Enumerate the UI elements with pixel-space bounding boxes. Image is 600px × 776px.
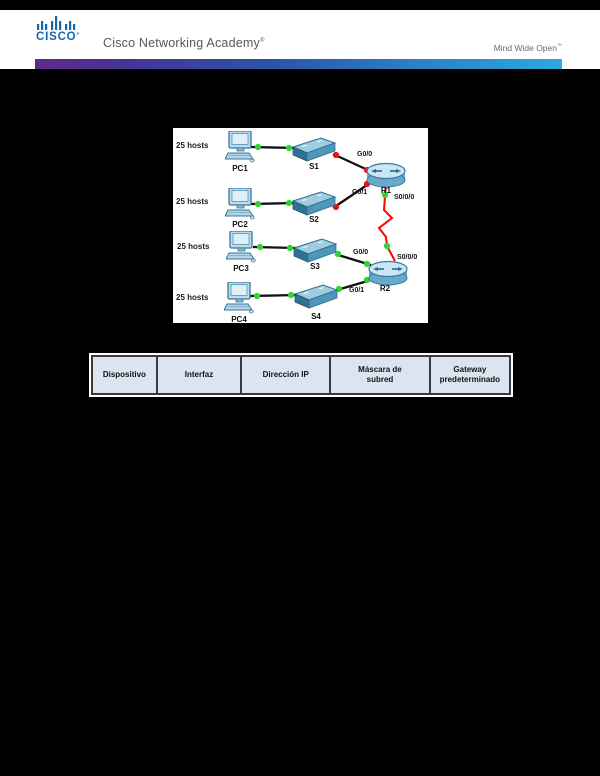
status-dot-s1-right (332, 151, 340, 159)
tagline: Mind Wide Open™ (493, 43, 562, 53)
s2-icon (292, 191, 336, 216)
status-dot-s1-left (285, 144, 293, 152)
pc3-icon (226, 231, 256, 263)
pc2-icon (225, 188, 255, 220)
page-header: CISCO® Cisco Networking Academy® Mind Wi… (0, 10, 600, 69)
r2-g00-label: G0/0 (353, 249, 369, 256)
pc2-label: PC2 (232, 220, 248, 229)
cisco-bridge-logo-icon (37, 16, 76, 30)
cisco-logo-word: CISCO® (36, 31, 81, 43)
tagline-mark: ™ (557, 43, 562, 50)
r1-icon (366, 162, 406, 188)
col-header-dispositivo: Dispositivo (91, 355, 158, 395)
hosts-label-2: 25 hosts (176, 197, 209, 206)
r2-icon (368, 260, 408, 286)
s4-label: S4 (311, 312, 321, 321)
r1-g01-label: G0/1 (352, 189, 368, 196)
s1-icon (292, 137, 336, 162)
link-s1-r1 (332, 152, 371, 173)
r1-g00-label: G0/0 (357, 151, 373, 158)
hosts-label-1: 25 hosts (176, 141, 209, 150)
hosts-label-4: 25 hosts (176, 293, 209, 302)
status-dot-r2-serial (383, 242, 391, 250)
s3-icon (293, 238, 337, 263)
col-header-direccion-ip: Dirección IP (240, 355, 332, 395)
status-dot-pc1 (254, 143, 262, 151)
hosts-label-3: 25 hosts (177, 242, 210, 251)
status-dot-s3-right (334, 250, 342, 258)
status-dot-pc3 (256, 243, 264, 251)
status-dot-s4-right (335, 285, 343, 293)
topology-links (249, 143, 396, 300)
status-dot-r1-serial (381, 191, 389, 199)
header-gradient-bar (35, 59, 562, 69)
brand-mark: ® (259, 37, 265, 44)
pc4-label: PC4 (231, 315, 247, 324)
addressing-table: Dispositivo Interfaz Dirección IP Máscar… (89, 353, 513, 397)
r1-s000-label: S0/0/0 (394, 194, 415, 201)
status-dot-pc2 (254, 200, 262, 208)
pc3-label: PC3 (233, 264, 249, 273)
status-dot-s4-left (287, 291, 295, 299)
status-dot-s3-left (286, 244, 294, 252)
pc1-label: PC1 (232, 164, 248, 173)
s3-label: S3 (310, 262, 320, 271)
status-dot-s2-left (285, 199, 293, 207)
s4-icon (294, 284, 338, 309)
status-dot-pc4 (253, 292, 261, 300)
s2-label: S2 (309, 215, 319, 224)
status-dot-r2-g00 (363, 260, 371, 268)
col-header-interfaz: Interfaz (155, 355, 243, 395)
link-s2-r1 (332, 182, 371, 209)
pc4-icon (224, 282, 254, 314)
brand-title: Cisco Networking Academy® (103, 36, 265, 50)
r2-g01-label: G0/1 (349, 287, 365, 294)
r1-label: R1 (380, 186, 392, 195)
s1-label: S1 (309, 162, 319, 171)
addressing-table-header-row: Dispositivo Interfaz Dirección IP Máscar… (91, 355, 512, 395)
r2-label: R2 (379, 284, 391, 293)
r2-s000-label: S0/0/0 (397, 254, 418, 261)
topology-diagram: 25 hosts 25 hosts 25 hosts 25 hosts PC1 … (173, 128, 428, 324)
pc1-icon (225, 131, 255, 163)
col-header-mascara: Máscara de subred (329, 355, 431, 395)
cisco-logo-mark: ® (76, 31, 81, 37)
col-header-gateway: Gateway predeterminado (428, 355, 512, 395)
